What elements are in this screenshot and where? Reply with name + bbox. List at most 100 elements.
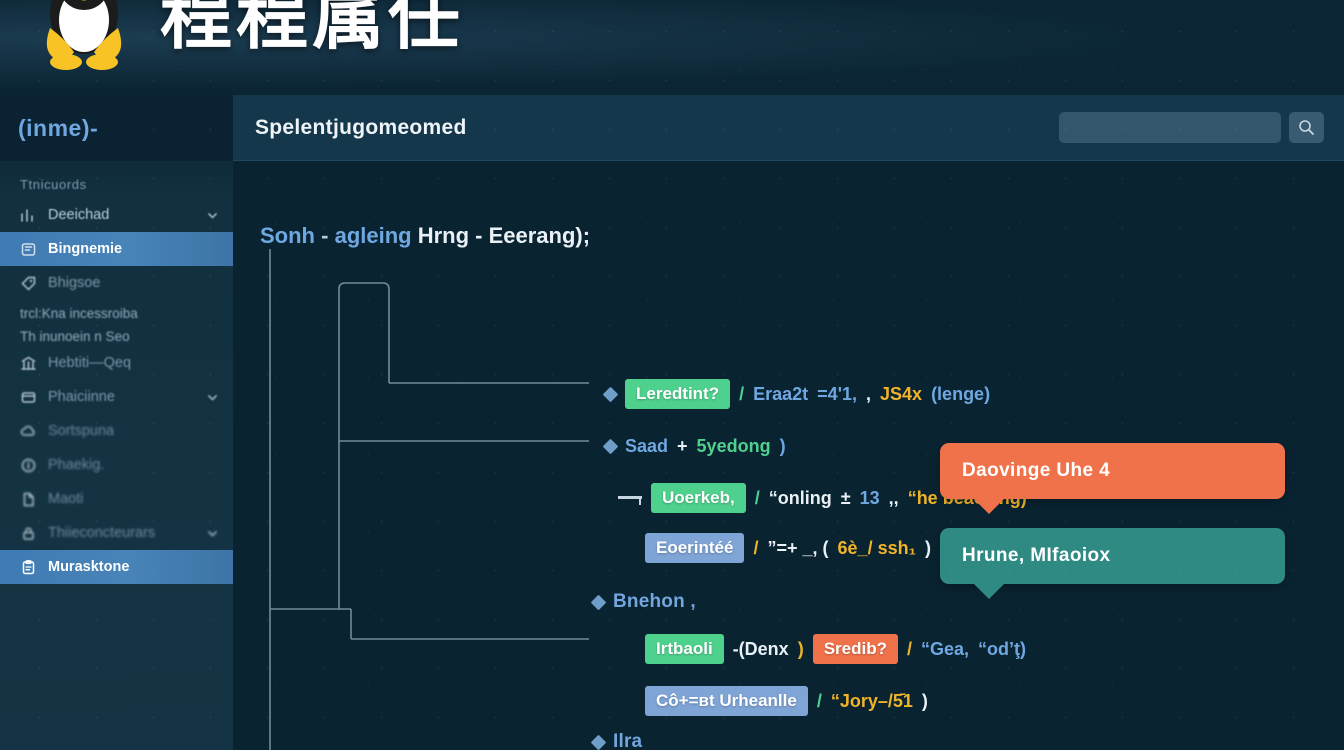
top-banner: 程程属任 [0, 0, 1344, 95]
tree-root-token: Sonh [260, 223, 315, 248]
sidebar-item-label: Murasktone [48, 559, 130, 575]
sidebar-item-sortspuna[interactable]: Sortspuna [0, 414, 233, 448]
clipboard-icon [20, 559, 37, 576]
tree-tag-green[interactable]: Irtbaoli [645, 634, 724, 665]
tree-token: 6è_/ ssh₁ [837, 537, 917, 558]
sidebar-item-maoti[interactable]: Maoti [0, 482, 233, 516]
sidebar-item-phaekig[interactable]: Phaekig. [0, 448, 233, 482]
tree-node-label: Bnehon , [613, 591, 696, 612]
sidebar-subtle-row: trcl:Kna incessroiba [20, 306, 138, 321]
tree-token: ) [797, 638, 804, 659]
tree-tag-blue[interactable]: Cô+=вt Urheanlle [645, 686, 808, 717]
tree-tag-blue[interactable]: Eoerintéé [645, 533, 745, 564]
info-icon [20, 457, 37, 474]
tree-token: “Jory–/5̄1 [830, 690, 913, 711]
tree-tag-orange[interactable]: Sredib? [812, 634, 898, 665]
sidebar-section-label: Ttnicuords [20, 177, 87, 192]
tree-token: ) [921, 690, 928, 711]
search-button[interactable] [1289, 112, 1324, 143]
package-icon [20, 241, 37, 258]
sidebar-item-label: Maoti [48, 491, 84, 507]
sidebar-item-murasktone[interactable]: Murasktone [0, 550, 233, 584]
tree-node-label: Ilra [613, 731, 643, 750]
banner-title: 程程属任 [160, 0, 465, 58]
tree-token: Eraa2t [753, 383, 809, 404]
tree-token: “Gea, [921, 638, 970, 659]
search-input[interactable] [1059, 112, 1281, 143]
tux-penguin-logo [30, 0, 138, 74]
sidebar-item-label: Hebtiti—Qeq [48, 355, 132, 371]
chart-icon [20, 207, 37, 224]
tree-token: ± [840, 487, 851, 508]
tree-token: ) [925, 537, 932, 558]
cloud-icon [20, 423, 37, 440]
tree-row[interactable]: Ilra [590, 731, 643, 750]
tree-token: 13 [859, 487, 880, 508]
sidebar-brand[interactable]: (inme)- [0, 95, 233, 161]
main-panel: Spelentjugomeomed [233, 95, 1344, 750]
chevron-down-icon[interactable] [206, 209, 219, 222]
tree-token: Saad [625, 436, 669, 456]
tree-root-token: - [321, 223, 329, 248]
sidebar-item-bingnemie[interactable]: Bingnemie [0, 232, 233, 266]
tag-icon [20, 275, 37, 292]
tree-row[interactable]: Saad+5yedong) [602, 436, 786, 457]
lock-icon [20, 525, 37, 542]
search-icon [1298, 119, 1315, 136]
sidebar-item-label: Phaiciinne [48, 389, 115, 405]
callout-teal: Hrune, MIfaoiox [940, 528, 1285, 599]
tree-token: (lenge) [931, 383, 991, 404]
sidebar-item-label: Phaekig. [48, 457, 105, 473]
tree-token: =4'1, [817, 383, 857, 404]
tree-token: / [754, 487, 760, 508]
tree-token: / [816, 690, 822, 711]
sidebar-item-deeichad[interactable]: Deeichad [0, 198, 233, 232]
tree-token: , [866, 383, 872, 404]
page-title: Spelentjugomeomed [255, 115, 467, 139]
tree-row[interactable]: Leredtint? / Eraa2t =4'1,, JS4x (lenge) [602, 379, 991, 410]
tree-leaf-connector-icon [618, 492, 642, 506]
tree-root-label: Sonh - agleing Hrng - Eeerang); [260, 223, 590, 249]
tree-tag-green[interactable]: Uoerkeb, [651, 483, 746, 514]
tree-row[interactable]: Irtbaoli -(Denx) Sredib? / “Gea, “od’ţ) [645, 634, 1027, 665]
tree-token: / [739, 383, 745, 404]
tree-token: -(Denx [732, 638, 789, 659]
callout-tail [972, 582, 1006, 599]
callout-orange: Daovinge Uhe 4 [940, 443, 1285, 514]
tree-token: ) [779, 436, 786, 456]
tree-token: “onling [768, 487, 832, 508]
sidebar-item-label: Bhigsoe [48, 275, 101, 291]
tree-row[interactable]: Bnehon , [590, 591, 696, 613]
tree-row[interactable]: Cô+=вt Urheanlle / “Jory–/5̄1) [645, 686, 928, 717]
tree-row[interactable]: Eoerintéé/”=+ _, (6è_/ ssh₁) [645, 533, 932, 564]
tree-tag-green[interactable]: Leredtint? [625, 379, 731, 410]
topbar: Spelentjugomeomed [233, 95, 1344, 161]
sidebar-item-bhigsoe[interactable]: Bhigsoe [0, 266, 233, 300]
chevron-down-icon[interactable] [206, 527, 219, 540]
sidebar-item-thiieconcteurars[interactable]: Thiieconcteurars [0, 516, 233, 550]
chevron-down-icon[interactable] [206, 391, 219, 404]
sidebar-item-hebtiti-qeq[interactable]: Hebtiti—Qeq [0, 346, 233, 380]
tree-node-diamond-icon [602, 386, 619, 402]
sidebar-item-phaiciinne[interactable]: Phaiciinne [0, 380, 233, 414]
bank-icon [20, 355, 37, 372]
tree-token: / [906, 638, 912, 659]
callout-tail [972, 497, 1006, 514]
sidebar-item-label: Bingnemie [48, 241, 123, 257]
sidebar-item-label: Deeichad [48, 207, 110, 223]
box-icon [20, 389, 37, 406]
sidebar-item-label: Thiieconcteurars [48, 525, 156, 541]
tree-node-diamond-icon [602, 438, 619, 455]
tree-token: “od’ţ) [978, 638, 1027, 659]
tree-root-token: Hrng - Eeerang); [417, 223, 591, 248]
sidebar-subtle-row: Th inunoein n Seo [20, 329, 130, 344]
sidebar-item-label: Sortspuna [48, 423, 115, 439]
document-icon [20, 491, 37, 508]
tree-token: JS4x [880, 383, 923, 404]
tree-token: + [677, 436, 688, 456]
tree-token: ”=+ _, ( [767, 537, 829, 558]
tree-node-diamond-icon [590, 734, 607, 750]
